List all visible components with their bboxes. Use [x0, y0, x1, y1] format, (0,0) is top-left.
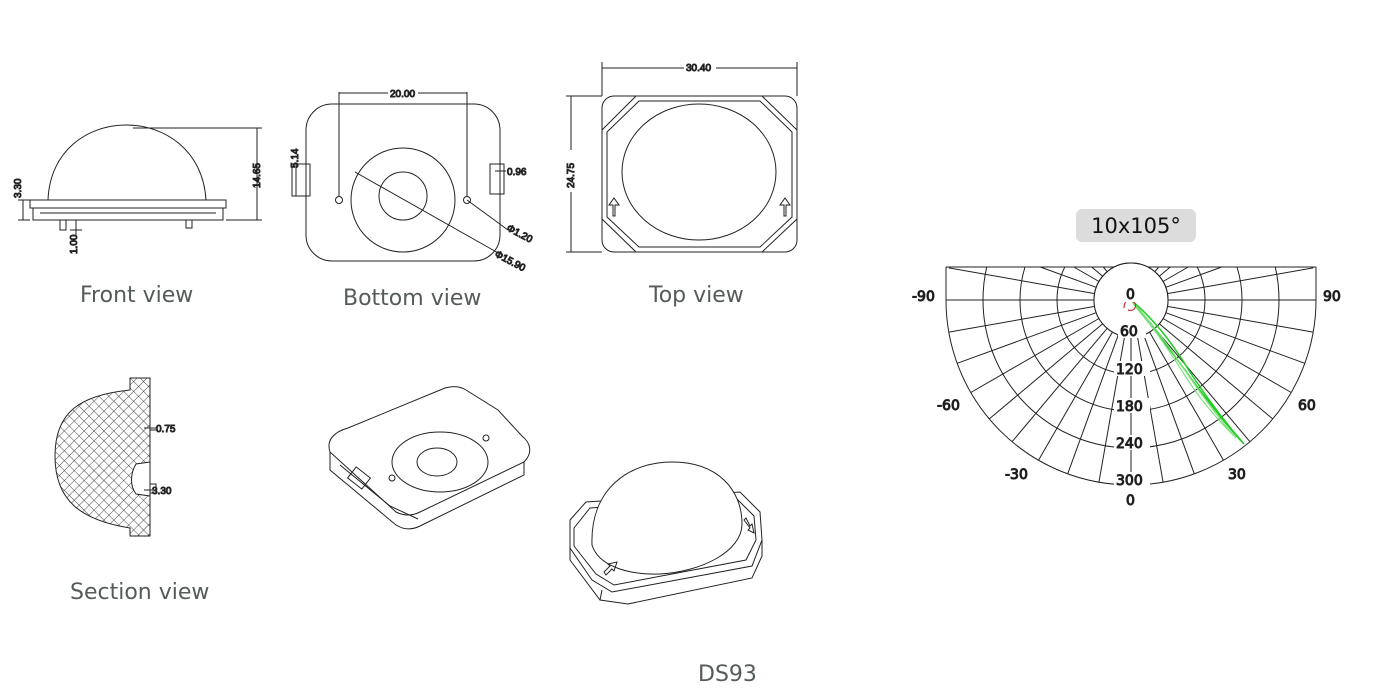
- polar-spoke: [957, 312, 1097, 364]
- dim-top-width: 30.40: [686, 63, 711, 74]
- polar-spoke: [1165, 312, 1305, 364]
- polar-spoke: [970, 318, 1100, 393]
- dim-section-a: 0.75: [156, 424, 176, 435]
- polar-radial-0: 0: [1126, 287, 1135, 303]
- polar-spoke: [1154, 327, 1251, 443]
- beam-angle-badge: 10x105°: [1076, 209, 1196, 242]
- dim-bottom-side: 5.14: [290, 148, 301, 168]
- polar-radial-labels: 0 60 120 180 240 300: [1114, 287, 1150, 490]
- isometric-top-drawing: [569, 461, 763, 605]
- polar-spoke: [1162, 318, 1292, 393]
- top-view-caption: Top view: [649, 283, 744, 308]
- polar-spoke: [1167, 305, 1314, 333]
- polar-radial-120: 120: [1116, 362, 1143, 378]
- dim-top-height: 24.75: [566, 163, 577, 188]
- bottom-view-drawing: [291, 92, 509, 262]
- polar-spoke: [988, 323, 1104, 420]
- polar-spoke: [1136, 336, 1164, 483]
- top-view-drawing: [566, 62, 798, 253]
- dim-bottom-width: 20.00: [390, 89, 415, 100]
- polar-spoke: [1098, 336, 1126, 483]
- polar-spoke: [1158, 323, 1274, 420]
- polar-label-right90: 90: [1323, 289, 1341, 305]
- polar-label-bottom0: 0: [1126, 493, 1135, 509]
- dim-bottom-dia: Φ15.90: [493, 249, 528, 274]
- polar-spoke: [1067, 334, 1119, 474]
- model-name: DS93: [698, 662, 757, 687]
- dim-front-left: 3.30: [13, 178, 24, 198]
- polar-spoke-upper: [1102, 266, 1108, 273]
- polar-label-right30: 30: [1228, 467, 1246, 483]
- polar-center-upper: [1093, 262, 1169, 301]
- isometric-bottom-drawing: [328, 386, 531, 530]
- section-view-caption: Section view: [70, 580, 210, 605]
- section-view-drawing: [54, 377, 157, 537]
- polar-spoke-upper: [1165, 266, 1222, 288]
- bottom-view-caption: Bottom view: [343, 286, 482, 311]
- polar-radial-60: 60: [1120, 324, 1138, 340]
- dim-front-height: 14.65: [252, 163, 263, 188]
- polar-spoke-upper: [1091, 266, 1104, 277]
- polar-label-left90: -90: [912, 289, 935, 305]
- front-view-drawing: [18, 124, 262, 236]
- polar-radial-180: 180: [1116, 399, 1143, 415]
- polar-label-right60: 60: [1298, 398, 1316, 414]
- polar-curve-inner: [1130, 299, 1237, 439]
- polar-spoke: [1011, 327, 1108, 443]
- polar-spoke: [1143, 334, 1195, 474]
- polar-spoke-upper: [1073, 266, 1100, 282]
- polar-label-left60: -60: [937, 398, 960, 414]
- polar-spoke-upper: [1158, 266, 1171, 277]
- polar-radial-300: 300: [1116, 473, 1143, 489]
- polar-radial-240: 240: [1116, 436, 1143, 452]
- dim-bottom-hole: Φ1.20: [505, 223, 535, 246]
- polar-label-left30: -30: [1005, 467, 1028, 483]
- polar-spoke-upper: [1154, 266, 1160, 273]
- polar-ring-upper: [982, 266, 1280, 301]
- polar-spoke: [948, 305, 1095, 333]
- polar-spoke-upper: [1162, 266, 1189, 282]
- polar-curve-outer: [1130, 299, 1245, 445]
- polar-ring-upper: [1056, 266, 1206, 301]
- dim-section-b: 3.30: [152, 486, 172, 497]
- dim-bottom-notch: 0.96: [507, 167, 527, 178]
- dim-front-pin: 1.00: [69, 234, 80, 254]
- polar-spoke-upper: [1040, 266, 1097, 288]
- front-view-caption: Front view: [80, 283, 194, 308]
- polar-spoke: [1038, 331, 1113, 461]
- polar-spoke: [1149, 331, 1224, 461]
- polar-ring-upper: [1019, 266, 1243, 301]
